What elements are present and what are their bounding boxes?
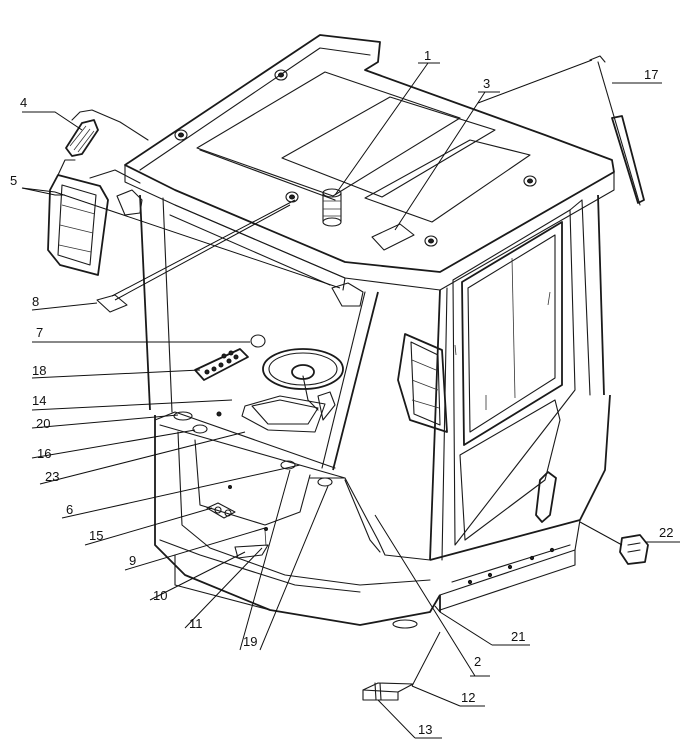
switch-panel	[194, 348, 249, 381]
callout-12: 12	[461, 690, 475, 705]
callout-21: 21	[511, 629, 525, 644]
side-mirror-right	[397, 333, 448, 433]
dash-details	[173, 411, 333, 559]
steering-wheel	[262, 348, 344, 411]
callout-1: 1	[424, 48, 431, 63]
callout-22: 22	[659, 525, 673, 540]
callout-10: 10	[153, 588, 167, 603]
callout-18: 18	[32, 363, 46, 378]
callout-4: 4	[20, 95, 27, 110]
callout-9: 9	[129, 553, 136, 568]
side-rivets	[467, 547, 555, 585]
callout-23: 23	[45, 469, 59, 484]
roof-panel-left	[196, 71, 461, 197]
callout-7: 7	[36, 325, 43, 340]
left-mirror	[47, 159, 141, 276]
callout-11: 11	[189, 616, 203, 631]
callout-15: 15	[89, 528, 103, 543]
roof-panel-center	[281, 96, 496, 198]
callout-6: 6	[66, 502, 73, 517]
callout-2: 2	[474, 654, 481, 669]
roof-panel-right	[364, 139, 531, 223]
leader-lines	[21, 59, 680, 739]
dome-light	[250, 334, 266, 348]
small-mirror	[65, 109, 149, 157]
callout-20: 20	[36, 416, 50, 431]
sticker-plate	[96, 294, 128, 313]
callout-19: 19	[243, 634, 257, 649]
pedal-area	[241, 395, 326, 433]
front-body	[154, 394, 611, 626]
door-handle	[535, 471, 557, 523]
callout-13: 13	[418, 722, 432, 737]
door	[452, 199, 583, 546]
bracket-12-13	[362, 682, 414, 701]
callout-14: 14	[32, 393, 46, 408]
callout-8: 8	[32, 294, 39, 309]
wiper	[589, 55, 645, 206]
connector-22	[619, 534, 649, 565]
beacon-light	[322, 188, 342, 227]
callout-16: 16	[37, 446, 51, 461]
work-lights	[116, 189, 415, 307]
callout-17: 17	[644, 67, 658, 82]
callout-labels: 1 2 3 4 5 6 7 8 9 10 11 12 13 14 15 16 1…	[10, 48, 673, 737]
callout-5: 5	[10, 173, 17, 188]
lifting-eyes	[174, 69, 537, 247]
mount-foot	[392, 619, 418, 629]
roof	[124, 34, 615, 291]
callout-3: 3	[483, 76, 490, 91]
cab-frame	[139, 194, 605, 561]
